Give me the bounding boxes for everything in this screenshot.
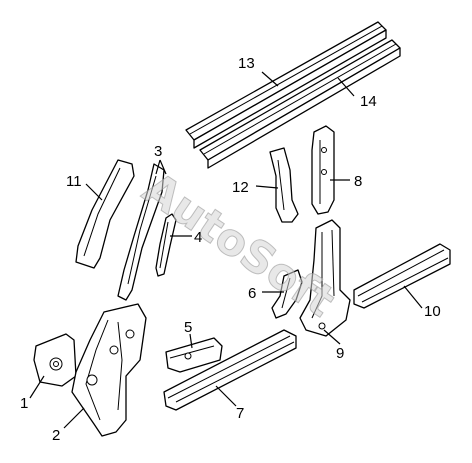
callout-11: 11 (66, 173, 82, 190)
part-10-sill (353, 243, 451, 309)
part-4-bracket (155, 213, 177, 277)
part-8-b-pillar-upper (311, 125, 335, 215)
part-2-hinge-pillar (71, 303, 147, 437)
callout-labels: 1 2 3 4 5 6 7 8 9 10 11 12 13 14 (20, 55, 441, 444)
callout-9: 9 (336, 345, 344, 362)
callout-1: 1 (20, 395, 28, 412)
part-11-pillar-trim (75, 159, 135, 269)
part-1-bracket (33, 333, 77, 387)
part-6-bracket (271, 269, 303, 319)
part-13-rail (185, 21, 387, 149)
part-3-pillar (117, 163, 165, 301)
callout-8: 8 (354, 173, 362, 190)
callout-4: 4 (194, 229, 202, 246)
callout-5: 5 (184, 319, 192, 336)
callout-3: 3 (154, 143, 162, 160)
leader-lines (29, 71, 423, 429)
part-14-rail (199, 39, 401, 169)
part-5-plate (165, 337, 223, 373)
part-7-sill (163, 329, 297, 411)
part-9-b-pillar-lower (299, 219, 351, 337)
callout-2: 2 (52, 427, 60, 444)
callout-7: 7 (236, 405, 244, 422)
callout-10: 10 (424, 303, 441, 320)
callout-14: 14 (360, 93, 377, 110)
part-12-pillar-trim (269, 147, 299, 223)
callout-6: 6 (248, 285, 256, 302)
callout-12: 12 (232, 179, 249, 196)
callout-13: 13 (238, 55, 255, 72)
